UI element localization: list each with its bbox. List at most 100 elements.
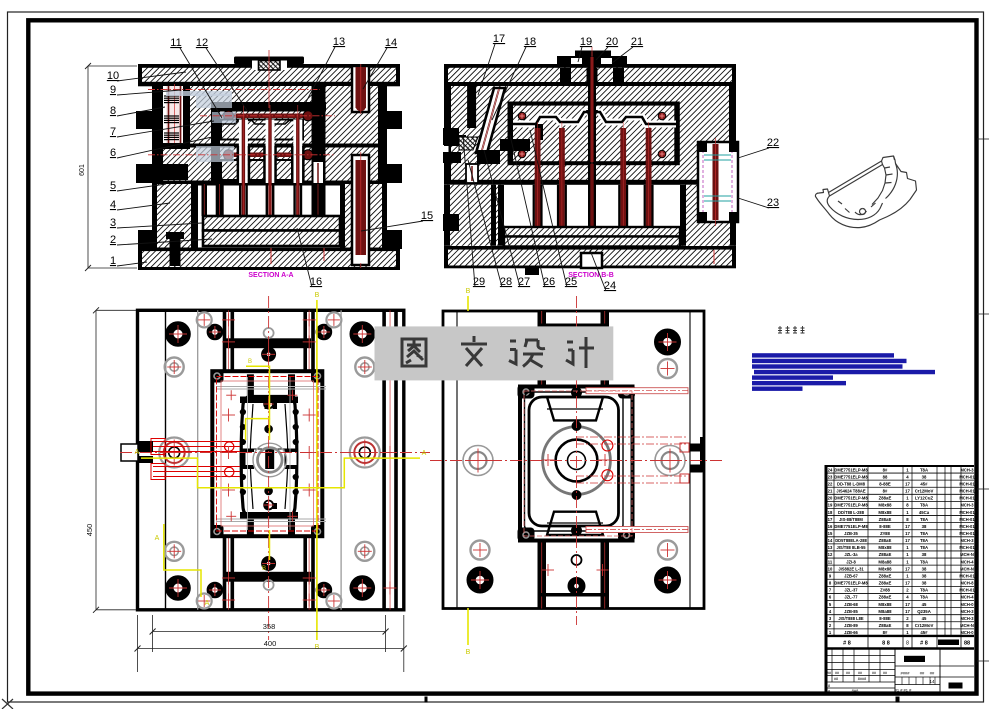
svg-text:8: 8 bbox=[828, 690, 830, 694]
svg-text:27: 27 bbox=[518, 276, 530, 288]
svg-text:8#: 8# bbox=[883, 630, 888, 635]
svg-text:22: 22 bbox=[767, 137, 779, 149]
svg-text:8: 8 bbox=[906, 623, 909, 628]
svg-text:25: 25 bbox=[565, 276, 577, 288]
svg-text:MCH-01: MCH-01 bbox=[959, 496, 975, 501]
svg-text:MCH-01: MCH-01 bbox=[959, 489, 975, 494]
svg-text:38: 38 bbox=[922, 474, 927, 479]
svg-text:3: 3 bbox=[110, 217, 116, 229]
svg-text:Z88aE: Z88aE bbox=[879, 623, 892, 628]
svg-text:1: 1 bbox=[906, 496, 909, 501]
svg-text:B: B bbox=[466, 649, 471, 656]
svg-text:17: 17 bbox=[493, 33, 505, 45]
svg-text:Z88aE: Z88aE bbox=[879, 581, 892, 586]
svg-text:10: 10 bbox=[828, 566, 833, 571]
svg-text:18: 18 bbox=[828, 510, 833, 515]
svg-text:12: 12 bbox=[196, 37, 208, 49]
svg-text:4: 4 bbox=[906, 595, 909, 600]
svg-text:T8A: T8A bbox=[920, 531, 928, 536]
svg-text:##: ## bbox=[883, 671, 887, 675]
svg-text:45: 45 bbox=[922, 616, 927, 621]
svg-text:Z#88: Z#88 bbox=[880, 588, 890, 593]
svg-text:38: 38 bbox=[922, 566, 927, 571]
svg-text:MCH-01: MCH-01 bbox=[959, 524, 975, 529]
svg-text:MCH-01: MCH-01 bbox=[959, 474, 975, 479]
svg-text:17: 17 bbox=[905, 481, 910, 486]
svg-text:JZB-67: JZB-67 bbox=[844, 573, 858, 578]
svg-text:1: 1 bbox=[906, 630, 909, 635]
svg-text:Cr12MoV: Cr12MoV bbox=[915, 623, 934, 628]
svg-text:M8x88: M8x88 bbox=[878, 545, 892, 550]
svg-text:JIS882E L-31: JIS882E L-31 bbox=[838, 566, 864, 571]
svg-text:17: 17 bbox=[905, 566, 910, 571]
svg-text:14: 14 bbox=[385, 37, 397, 49]
svg-text:Z88aE: Z88aE bbox=[879, 552, 892, 557]
svg-text:8-88E: 8-88E bbox=[879, 524, 891, 529]
svg-text:JIS/T88 8LB-55: JIS/T88 8LB-55 bbox=[836, 545, 866, 550]
svg-text:##: ## bbox=[920, 671, 925, 676]
svg-text:Cr12MoV: Cr12MoV bbox=[915, 489, 934, 494]
svg-text:601: 601 bbox=[79, 164, 86, 176]
svg-text:DD-T88 L-DM8: DD-T88 L-DM8 bbox=[837, 481, 866, 486]
svg-text:17: 17 bbox=[905, 609, 910, 614]
svg-text:45Ca: 45Ca bbox=[919, 510, 930, 515]
svg-text:14: 14 bbox=[828, 538, 833, 543]
svg-text:22: 22 bbox=[828, 481, 833, 486]
svg-text:DME7751ELP-M8: DME7751ELP-M8 bbox=[834, 496, 868, 501]
svg-text:B: B bbox=[248, 359, 252, 365]
svg-text:MCH-01: MCH-01 bbox=[959, 531, 975, 536]
svg-text:9: 9 bbox=[829, 573, 832, 578]
svg-text:A: A bbox=[135, 449, 140, 456]
svg-text:JZB-89: JZB-89 bbox=[844, 623, 858, 628]
svg-text:24: 24 bbox=[828, 467, 833, 472]
svg-text:MCH-8: MCH-8 bbox=[961, 581, 975, 586]
svg-text:400: 400 bbox=[264, 639, 277, 648]
svg-text:16: 16 bbox=[828, 524, 833, 529]
svg-text:MCH-01: MCH-01 bbox=[959, 510, 975, 515]
svg-text:B: B bbox=[466, 288, 471, 295]
svg-text:21: 21 bbox=[631, 36, 643, 48]
svg-text:23: 23 bbox=[828, 474, 833, 479]
svg-text:1: 1 bbox=[906, 510, 909, 515]
svg-text:23: 23 bbox=[767, 197, 779, 209]
svg-text:88: 88 bbox=[883, 474, 888, 479]
svg-text:38: 38 bbox=[922, 552, 927, 557]
svg-text:2: 2 bbox=[906, 616, 909, 621]
svg-text:17: 17 bbox=[905, 602, 910, 607]
svg-text:JZB-68: JZB-68 bbox=[844, 602, 858, 607]
svg-text:MCH-N: MCH-N bbox=[960, 566, 974, 571]
svg-text:MCH-0: MCH-0 bbox=[961, 630, 975, 635]
svg-text:JZI-8: JZI-8 bbox=[846, 559, 856, 564]
svg-text:Z88aE: Z88aE bbox=[879, 538, 892, 543]
svg-text:8 8: 8 8 bbox=[882, 641, 890, 647]
svg-text:T8A: T8A bbox=[920, 595, 928, 600]
svg-text:5: 5 bbox=[829, 602, 832, 607]
svg-text:JZB-66: JZB-66 bbox=[844, 630, 858, 635]
svg-text:3: 3 bbox=[829, 616, 832, 621]
svg-text:##: ## bbox=[846, 671, 850, 675]
svg-text:6: 6 bbox=[829, 595, 832, 600]
svg-text:13: 13 bbox=[828, 545, 833, 550]
svg-text:LY12CuZ: LY12CuZ bbox=[915, 496, 934, 501]
svg-text:JIS4624 T88AE: JIS4624 T88AE bbox=[836, 489, 865, 494]
svg-text:9: 9 bbox=[110, 84, 116, 96]
svg-text:11: 11 bbox=[170, 37, 181, 49]
svg-text:15: 15 bbox=[421, 210, 433, 222]
svg-text:M8a88: M8a88 bbox=[878, 559, 892, 564]
svg-text:B: B bbox=[315, 644, 320, 651]
svg-text:MCH-3: MCH-3 bbox=[961, 609, 975, 614]
svg-text:18: 18 bbox=[524, 36, 536, 48]
svg-text:17: 17 bbox=[905, 538, 910, 543]
svg-text:JZL-37: JZL-37 bbox=[844, 588, 858, 593]
svg-text:6: 6 bbox=[110, 147, 116, 159]
svg-text:MCH-3: MCH-3 bbox=[961, 538, 975, 543]
svg-text:4: 4 bbox=[906, 474, 909, 479]
svg-text:Z88aE: Z88aE bbox=[879, 517, 892, 522]
svg-text:7: 7 bbox=[829, 588, 832, 593]
svg-text:MCH-01: MCH-01 bbox=[959, 481, 975, 486]
svg-text:# 8: # 8 bbox=[920, 641, 928, 647]
svg-text:M8x88: M8x88 bbox=[878, 566, 892, 571]
svg-text:4: 4 bbox=[110, 199, 116, 211]
svg-text:17: 17 bbox=[828, 517, 833, 522]
svg-text:16: 16 bbox=[310, 276, 322, 288]
